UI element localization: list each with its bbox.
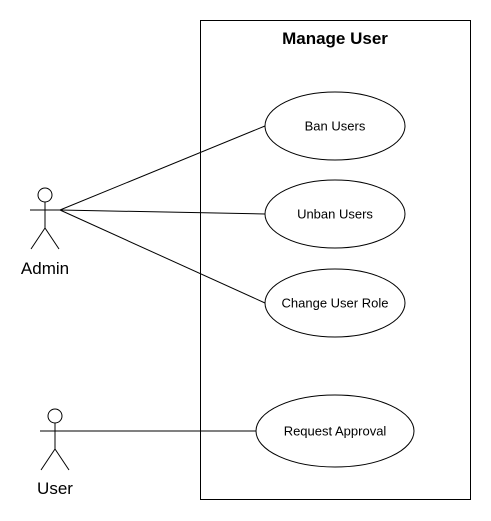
association-admin-change-user-role [59, 209, 266, 304]
actor-user: User [37, 408, 73, 498]
use-case-change-user-role: Change User Role [264, 268, 406, 338]
actor-label: User [37, 479, 73, 498]
association-admin-ban-users [59, 125, 266, 211]
use-case-unban-users: Unban Users [264, 179, 406, 249]
use-case-label: Request Approval [284, 424, 387, 439]
actor-admin: Admin [21, 187, 69, 278]
use-case-request-approval: Request Approval [255, 394, 415, 468]
use-case-label: Change User Role [282, 296, 389, 311]
stick-figure-icon [40, 408, 70, 471]
stick-figure-icon [30, 187, 60, 250]
association-admin-unban-users [59, 209, 266, 215]
use-case-label: Ban Users [305, 119, 366, 134]
use-case-ellipse [264, 179, 406, 249]
associations [59, 125, 266, 432]
use-case-ellipse [264, 268, 406, 338]
use-case-ellipse [255, 394, 415, 468]
use-case-label: Unban Users [297, 207, 373, 222]
system-title: Manage User [282, 29, 388, 48]
use-case-ban-users: Ban Users [264, 91, 406, 161]
use-case-ellipse [264, 91, 406, 161]
actor-label: Admin [21, 259, 69, 278]
